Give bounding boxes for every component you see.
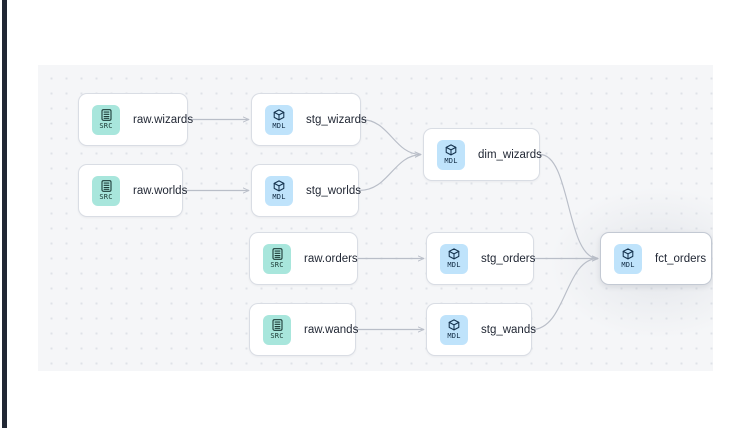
database-icon: SRC <box>92 104 120 135</box>
lineage-node-label: stg_wands <box>481 323 536 336</box>
lineage-node-stg-worlds[interactable]: MDL stg_worlds <box>251 164 361 217</box>
badge-label: MDL <box>447 332 461 340</box>
cube-icon: MDL <box>440 243 468 274</box>
badge-label: SRC <box>99 193 113 201</box>
badge-label: SRC <box>270 261 284 269</box>
app-left-rail <box>2 0 7 428</box>
lineage-node-fct-orders[interactable]: MDL fct_orders <box>600 232 712 285</box>
lineage-node-stg-orders[interactable]: MDL stg_orders <box>426 232 536 285</box>
lineage-node-label: stg_worlds <box>306 184 361 197</box>
badge-label: MDL <box>272 122 286 130</box>
edge-stg-wands-fct-orders <box>531 259 598 331</box>
lineage-node-raw-worlds[interactable]: SRC raw.worlds <box>78 164 187 217</box>
badge-label: MDL <box>444 157 458 165</box>
database-icon: SRC <box>263 243 291 274</box>
lineage-node-label: raw.orders <box>304 252 358 265</box>
cube-icon: MDL <box>440 314 468 345</box>
lineage-node-label: fct_orders <box>655 252 707 265</box>
lineage-canvas[interactable]: SRC raw.wizards SRC raw.worlds <box>38 65 713 371</box>
lineage-node-dim-wizards[interactable]: MDL dim_wizards <box>423 128 542 181</box>
edge-stg-wizards-dim-wizards <box>360 118 421 155</box>
badge-label: MDL <box>272 193 286 201</box>
lineage-node-raw-orders[interactable]: SRC raw.orders <box>249 232 358 285</box>
cube-icon: MDL <box>265 175 293 206</box>
edge-stg-worlds-dim-wizards <box>358 155 421 192</box>
lineage-node-label: stg_orders <box>481 252 536 265</box>
lineage-node-stg-wizards[interactable]: MDL stg_wizards <box>251 93 367 146</box>
lineage-node-label: raw.wands <box>304 323 359 336</box>
edge-dim-wizards-fct-orders <box>539 153 598 259</box>
lineage-node-raw-wizards[interactable]: SRC raw.wizards <box>78 93 193 146</box>
lineage-node-label: stg_wizards <box>306 113 367 126</box>
lineage-node-stg-wands[interactable]: MDL stg_wands <box>426 303 536 356</box>
cube-icon: MDL <box>265 104 293 135</box>
badge-label: MDL <box>447 261 461 269</box>
badge-label: SRC <box>270 332 284 340</box>
lineage-node-label: raw.worlds <box>133 184 188 197</box>
cube-icon: MDL <box>614 243 642 274</box>
lineage-node-label: dim_wizards <box>478 148 542 161</box>
database-icon: SRC <box>92 175 120 206</box>
lineage-node-label: raw.wizards <box>133 113 194 126</box>
badge-label: MDL <box>621 261 635 269</box>
database-icon: SRC <box>263 314 291 345</box>
lineage-node-raw-wands[interactable]: SRC raw.wands <box>249 303 359 356</box>
badge-label: SRC <box>99 122 113 130</box>
cube-icon: MDL <box>437 139 465 170</box>
